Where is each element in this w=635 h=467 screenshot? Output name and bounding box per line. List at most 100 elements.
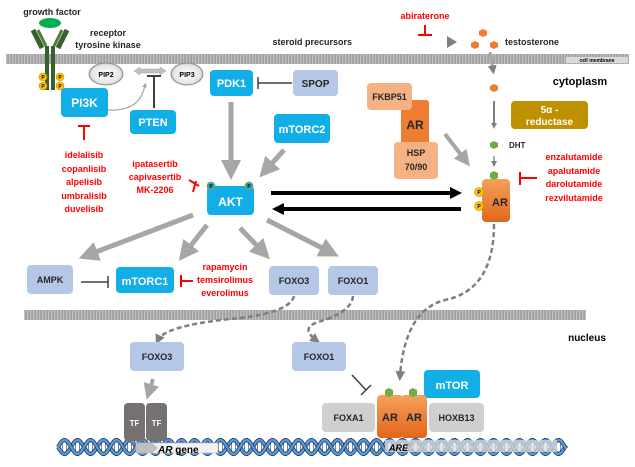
ar-dimer1-label: AR: [382, 412, 398, 424]
foxo1-inhibit-line: [351, 374, 372, 396]
drug-duvelisib: duvelisib: [64, 204, 104, 214]
drug-ipatasertib: ipatasertib: [132, 159, 178, 169]
ar-inhibitor-list: enzalutamide apalutamide darolutamide re…: [545, 152, 603, 203]
mtorc1-inhibitor-list: rapamycin temsirolimus everolimus: [197, 262, 253, 298]
ar-active-label: AR: [492, 197, 508, 209]
akt-label: AKT: [218, 195, 243, 209]
pi3k-to-pip-arrow: [107, 82, 147, 111]
drug-darolutamide: darolutamide: [546, 179, 603, 189]
nucleus-label: nucleus: [568, 333, 606, 344]
active-ar-node: AR P P: [474, 171, 510, 222]
hsp-label-line2: 70/90: [405, 162, 428, 172]
drug-rezvilutamide: rezvilutamide: [545, 193, 603, 203]
drug-umbralisib: umbralisib: [61, 191, 107, 201]
fkbp51-label: FKBP51: [372, 92, 407, 102]
foxa1-label: FOXA1: [333, 413, 363, 423]
dna-base-pair: [101, 441, 106, 453]
pi3k-inhibit-bar: [78, 125, 90, 140]
mtorc1-node: mTORC1: [116, 267, 174, 293]
dna-base-pair: [127, 441, 132, 453]
pten-node: PTEN: [130, 110, 176, 134]
mtorc1-label: mTORC1: [122, 276, 169, 288]
dna-base-pair: [322, 441, 327, 453]
mtorc2-label: mTORC2: [279, 124, 326, 136]
growth-factor-ligand: [39, 18, 61, 28]
dht-molecule: [490, 141, 498, 149]
dna-base-pair: [257, 441, 262, 453]
cell-membrane-label: cell membrane: [579, 58, 614, 64]
akt-to-foxo1-arrow: [265, 217, 339, 257]
dht-label: DHT: [509, 141, 526, 150]
testosterone-label: testosterone: [505, 37, 559, 47]
pip3-label: PIP3: [179, 72, 194, 79]
testosterone-intracellular: [490, 84, 498, 92]
are-region: ARE: [385, 440, 557, 453]
drug-everolimus: everolimus: [201, 288, 249, 298]
pi3k-label: PI3K: [71, 96, 98, 110]
ar-gene-italic: AR: [157, 445, 173, 456]
dna-base-pair: [270, 441, 275, 453]
tf1-label: TF: [130, 419, 140, 428]
dna-base-pair: [335, 441, 340, 453]
hoxb13-node: HOXB13: [429, 403, 484, 432]
phospho-label: P: [477, 204, 481, 210]
dna-base-pair: [114, 441, 119, 453]
foxo3-nuclear-translocation: [155, 295, 296, 345]
are-label: ARE: [388, 443, 409, 453]
spop-inhibit-line: [257, 77, 292, 89]
mtor-node: mTOR: [424, 370, 480, 398]
receptor-label-line1: receptor: [90, 28, 127, 38]
testosterone-molecules: [471, 29, 498, 49]
akt-to-ampk-arrow: [78, 212, 194, 261]
akt-inhibit-bar: [188, 179, 200, 193]
phospho-label: P: [209, 184, 213, 190]
ar-gene-label: AR gene: [157, 445, 199, 456]
5a-reductase-node: 5α - reductase: [511, 101, 588, 129]
foxo3-to-tf-arrow: [143, 378, 159, 400]
ar-gene-rest: gene: [172, 445, 199, 456]
drug-temsirolimus: temsirolimus: [197, 275, 253, 285]
phospho-label: P: [58, 84, 62, 90]
dna-base-pair: [88, 441, 93, 453]
cytoplasm-label: cytoplasm: [553, 76, 608, 88]
drug-abiraterone: abiraterone: [400, 11, 449, 21]
ar-dimer: AR AR: [377, 388, 427, 438]
receptor-phosphates: P P P P: [38, 72, 65, 91]
hoxb13-label: HOXB13: [438, 413, 474, 423]
spop-label: SPOP: [302, 79, 330, 90]
foxo3-cytoplasm-label: FOXO3: [279, 276, 310, 286]
foxo3-nucleus-label: FOXO3: [142, 352, 173, 362]
dna-base-pair: [374, 441, 379, 453]
reductase-label-line2: reductase: [526, 117, 574, 128]
foxo3-cytoplasm-node: FOXO3: [269, 266, 319, 295]
tf2-label: TF: [152, 419, 162, 428]
drug-rapamycin: rapamycin: [202, 262, 247, 272]
pten-label: PTEN: [138, 117, 167, 129]
drug-mk-2206: MK-2206: [136, 185, 173, 195]
foxo3-nucleus-node: FOXO3: [130, 342, 184, 371]
foxo1-nucleus-node: FOXO1: [292, 342, 346, 371]
spop-node: SPOP: [293, 70, 338, 96]
foxo1-nuclear-translocation: [307, 295, 355, 344]
pten-inhibit-line: [147, 75, 161, 108]
dna-base-pair: [309, 441, 314, 453]
foxo1-cytoplasm-label: FOXO1: [338, 276, 369, 286]
ar-complex-label: AR: [406, 118, 424, 132]
ampk-node: AMPK: [27, 265, 73, 294]
growth-factor-label: growth factor: [23, 7, 81, 17]
drug-copanlisib: copanlisib: [62, 164, 107, 174]
foxo1-nucleus-label: FOXO1: [304, 352, 335, 362]
akt-node: AKT P P: [206, 181, 254, 215]
dna-base-pair: [283, 441, 288, 453]
dna-base-pair: [556, 441, 561, 453]
phospho-label: P: [41, 75, 45, 81]
dna-base-pair: [361, 441, 366, 453]
mtor-label: mTOR: [436, 380, 469, 392]
drug-idelalisib: idelalisib: [65, 150, 104, 160]
dna-base-pair: [218, 441, 223, 453]
ampk-label: AMPK: [37, 275, 64, 285]
akt-to-foxo3-arrow: [238, 226, 270, 260]
foxa1-node: FOXA1: [322, 403, 375, 432]
pip3-node: PIP3: [170, 62, 204, 86]
phospho-label: P: [247, 184, 251, 190]
